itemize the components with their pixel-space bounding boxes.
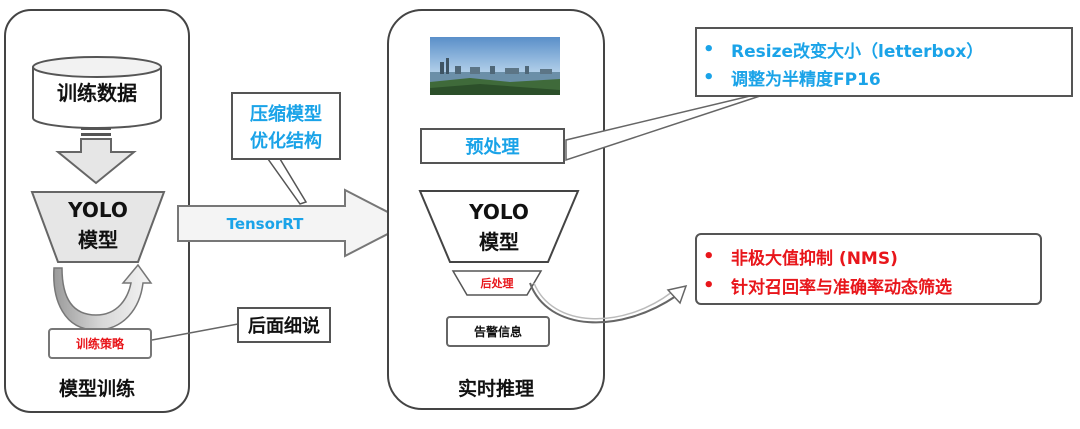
camera-image [430,37,560,95]
postprocess-note-1-text: 非极大值抑制 (NMS) [731,248,898,269]
alarm-label: 告警信息 [473,325,522,339]
preprocess-notes-box: • Resize改变大小（letterbox） • 调整为半精度FP16 [695,27,1073,97]
inference-yolo-trapezoid [418,190,580,263]
postprocess-note-1: • 非极大值抑制 (NMS) [703,243,898,269]
training-model-label: 模型 [78,227,118,252]
training-yolo-trapezoid [30,191,166,263]
training-strategy-label: 训练策略 [75,337,124,351]
iteration-arrow [53,263,153,331]
postprocess-label: 后处理 [480,277,514,290]
strategy-connector [151,323,239,341]
training-strategy-box: 训练策略 [48,328,152,359]
bullet-icon: • [703,38,715,60]
down-arrow [55,127,137,185]
inference-model-label: 模型 [479,229,519,254]
alarm-box: 告警信息 [446,316,550,347]
postprocess-notes-box: • 非极大值抑制 (NMS) • 针对召回率与准确率动态筛选 [695,233,1042,305]
compress-callout-line2: 优化结构 [250,131,322,152]
postprocess-note-2-text: 针对召回率与准确率动态筛选 [731,277,952,298]
postprocess-note-2: • 针对召回率与准确率动态筛选 [703,272,952,298]
bullet-icon: • [703,66,715,88]
training-model-name: YOLO [68,198,128,222]
preprocess-box: 预处理 [420,128,565,164]
inference-model-name: YOLO [469,200,529,224]
inference-panel-title: 实时推理 [457,377,534,400]
tensorrt-arrow [177,188,412,258]
tensorrt-label: TensorRT [226,215,304,233]
preprocess-label: 预处理 [465,137,520,158]
compress-callout-box: 压缩模型 优化结构 [231,92,341,160]
bullet-icon: • [703,245,715,267]
later-note-box: 后面细说 [237,307,331,343]
preprocess-note-1-text: Resize改变大小（letterbox） [731,41,984,62]
compress-callout-line1: 压缩模型 [250,104,322,125]
preprocess-note-2-text: 调整为半精度FP16 [731,69,881,90]
bullet-icon: • [703,274,715,296]
postprocess-arrow [529,282,688,324]
training-panel-title: 模型训练 [58,377,135,400]
later-note-label: 后面细说 [248,316,320,337]
callout-pointer [266,158,308,205]
training-data-label: 训练数据 [57,80,137,105]
postprocess-trapezoid [451,270,543,296]
preprocess-note-2: • 调整为半精度FP16 [703,64,881,90]
preprocess-note-1: • Resize改变大小（letterbox） [703,36,983,62]
